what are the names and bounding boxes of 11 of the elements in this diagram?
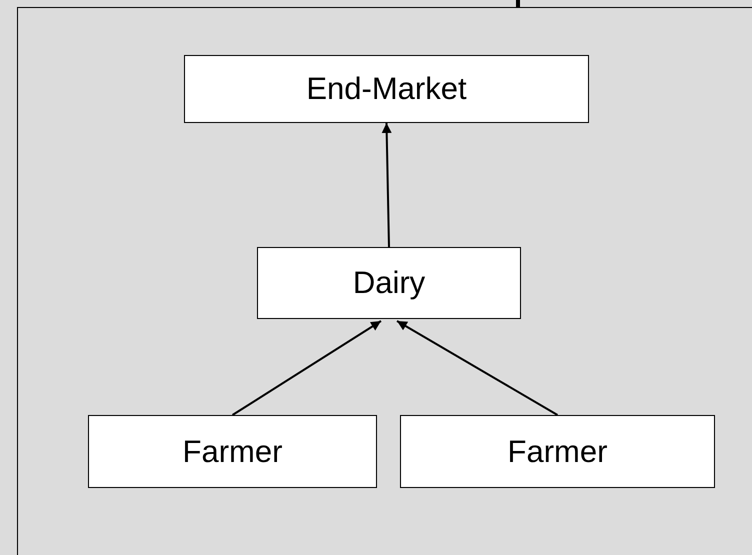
box-label: Dairy [352,265,426,301]
box-label: End-Market [306,71,467,107]
process-box [184,55,589,123]
box-label: Farmer [182,434,282,470]
arrow [382,122,392,248]
box-label: Farmer [508,434,608,470]
arrow [232,320,382,416]
process-box [257,247,521,319]
process-box [88,415,377,488]
process-box [400,415,715,488]
arrow [396,320,558,416]
